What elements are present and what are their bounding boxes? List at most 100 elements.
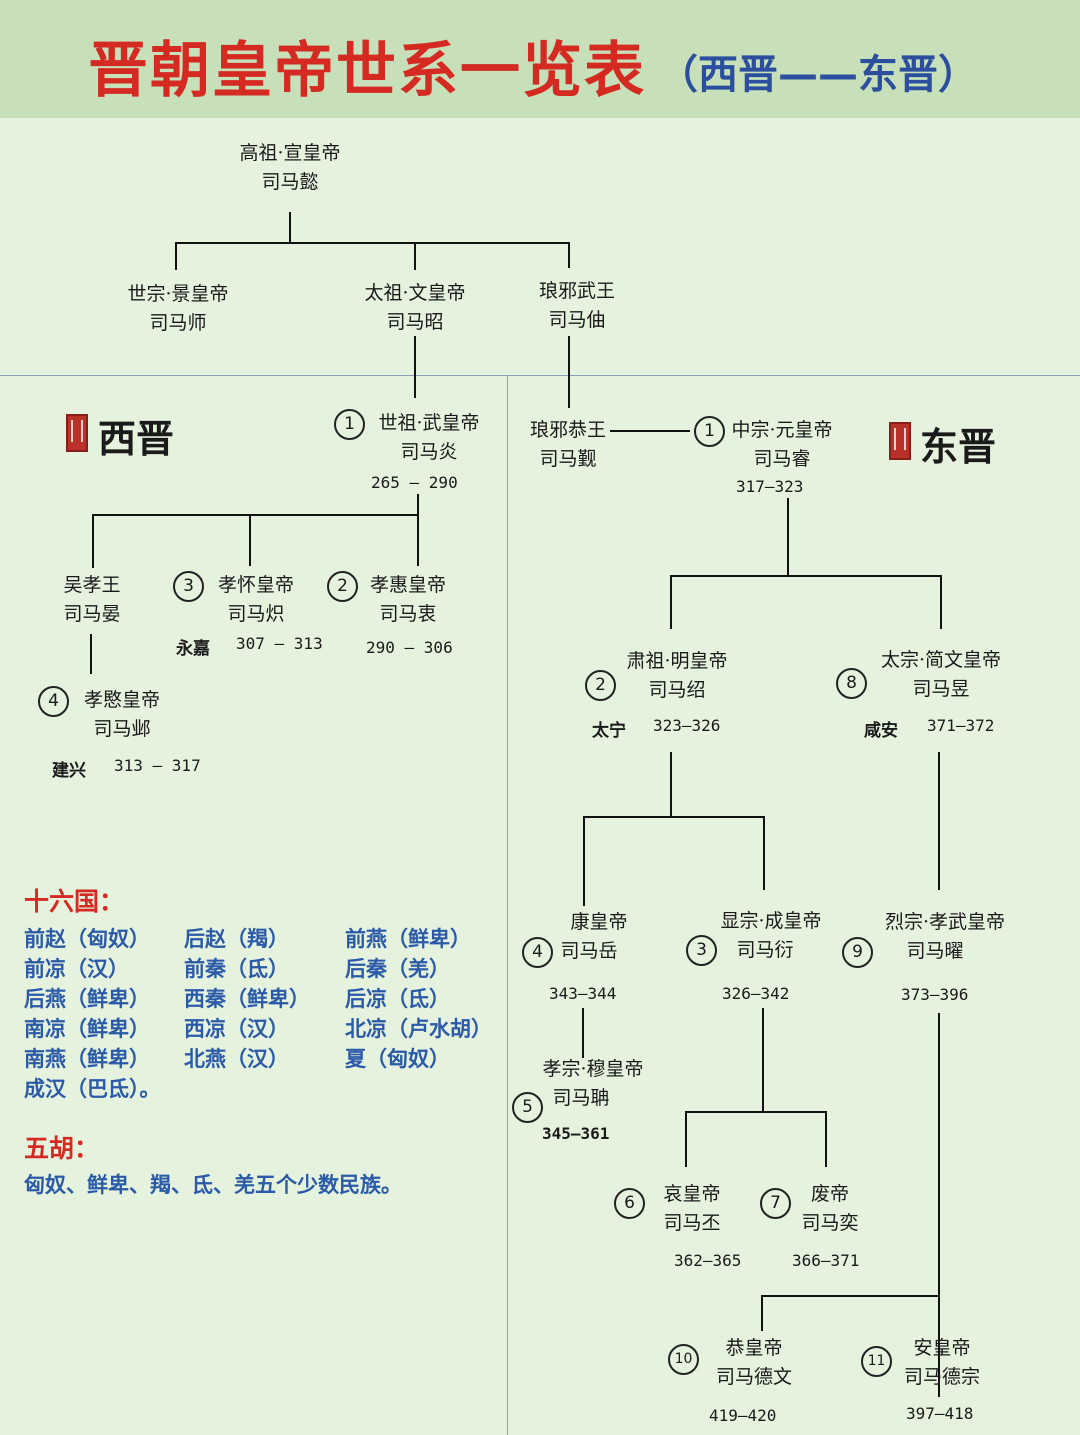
connector-line xyxy=(938,752,940,890)
era-name: 太宁 xyxy=(592,721,626,741)
node-name: 司马德宗 xyxy=(903,1366,980,1388)
node-name: 司马衍 xyxy=(736,939,794,961)
node-title: 显宗·成皇帝 xyxy=(720,910,822,932)
connector-line xyxy=(685,1111,827,1113)
vertical-divider xyxy=(507,375,508,1435)
node-title: 吴孝王 xyxy=(63,574,121,596)
title-banner: 晋朝皇帝世系一览表 （西晋——东晋） xyxy=(0,0,1080,118)
node-title: 哀皇帝 xyxy=(663,1183,721,1205)
connector-line xyxy=(940,575,942,629)
connector-line xyxy=(417,494,419,516)
reign-number-badge: 3 xyxy=(173,571,204,602)
western-jin-label: 西晋 xyxy=(98,416,175,461)
reign-years: 343—344 xyxy=(549,984,617,1003)
node-kang: 康皇帝 xyxy=(558,908,640,937)
page-title: 晋朝皇帝世系一览表 xyxy=(88,36,646,106)
node-title: 琅邪武王 xyxy=(538,280,615,302)
node-name: 司马昭 xyxy=(386,311,444,333)
connector-line xyxy=(670,575,942,577)
node-name: 司马炽 xyxy=(227,603,285,625)
kingdom-entry: 前赵（匈奴） xyxy=(24,927,150,951)
node-xiaowu: 烈宗·孝武皇帝 xyxy=(870,908,1020,937)
connector-line xyxy=(582,1008,584,1058)
node-xiaowu-name: 司马曜 xyxy=(900,937,970,966)
seal-icon xyxy=(66,414,88,452)
reign-years: 290 – 306 xyxy=(366,638,453,657)
node-name: 司马懿 xyxy=(261,171,319,193)
kingdom-entry: 前燕（鲜卑） xyxy=(345,927,471,951)
node-cheng: 显宗·成皇帝 xyxy=(706,907,836,936)
node-hui: 孝惠皇帝 司马衷 xyxy=(360,571,456,629)
node-fei: 废帝 司马奕 xyxy=(790,1180,870,1238)
node-name: 司马曜 xyxy=(906,940,964,962)
reign-number-badge: 7 xyxy=(760,1188,791,1219)
connector-line xyxy=(175,242,177,270)
node-cheng-name: 司马衍 xyxy=(730,936,800,965)
node-title: 太祖·文皇帝 xyxy=(364,282,466,304)
reign-number-badge: 11 xyxy=(861,1346,892,1377)
connector-line xyxy=(249,514,251,566)
reign-years: 326—342 xyxy=(722,984,790,1003)
reign-years: 397—418 xyxy=(906,1404,974,1423)
kingdom-entry: 南燕（鲜卑） xyxy=(24,1047,150,1071)
connector-line xyxy=(762,1008,764,1112)
node-kang-name: 司马岳 xyxy=(556,937,622,966)
node-name: 司马晏 xyxy=(63,603,121,625)
reign-number-badge: 2 xyxy=(327,571,358,602)
node-name: 司马聃 xyxy=(552,1087,610,1109)
node-jianwen: 太宗·简文皇帝 司马昱 xyxy=(870,646,1012,704)
connector-line xyxy=(787,498,789,576)
reign-years: 373—396 xyxy=(901,985,969,1004)
reign-years: 265 – 290 xyxy=(371,473,458,492)
connector-line xyxy=(92,514,419,516)
kingdom-entry: 前凉（汉） xyxy=(24,957,129,981)
reign-years: 362—365 xyxy=(674,1251,742,1270)
connector-line xyxy=(583,816,765,818)
kingdom-entry: 前秦（氐） xyxy=(184,957,289,981)
node-name: 司马德文 xyxy=(715,1366,792,1388)
node-name: 司马奕 xyxy=(801,1212,859,1234)
node-wu: 世祖·武皇帝 司马炎 xyxy=(368,409,490,467)
horizontal-divider xyxy=(0,375,1080,376)
five-hu-heading: 五胡： xyxy=(24,1134,100,1163)
node-name: 司马岳 xyxy=(560,940,618,962)
connector-line xyxy=(568,242,570,268)
connector-line xyxy=(417,514,419,566)
node-title: 烈宗·孝武皇帝 xyxy=(884,911,1006,933)
node-langya-gong: 琅邪恭王 司马觐 xyxy=(518,416,618,474)
node-name: 司马衷 xyxy=(379,603,437,625)
node-title: 琅邪恭王 xyxy=(529,419,606,441)
seal-icon xyxy=(889,422,911,460)
node-gong: 恭皇帝 司马德文 xyxy=(704,1334,804,1392)
node-title: 太宗·简文皇帝 xyxy=(880,649,1002,671)
kingdom-entry: 成汉（巴氐）。 xyxy=(24,1077,161,1101)
node-title: 废帝 xyxy=(810,1183,849,1205)
kingdom-entry: 后秦（羌） xyxy=(345,957,450,981)
node-name: 司马伷 xyxy=(548,309,606,331)
node-title: 孝惠皇帝 xyxy=(369,574,446,596)
connector-line xyxy=(763,816,765,890)
reign-number-badge: 4 xyxy=(522,937,553,968)
reign-years: 419—420 xyxy=(709,1406,777,1425)
node-name: 司马丕 xyxy=(663,1212,721,1234)
node-taizu-wen: 太祖·文皇帝 司马昭 xyxy=(340,279,490,337)
reign-number-badge: 1 xyxy=(694,416,725,447)
node-title: 肃祖·明皇帝 xyxy=(626,650,728,672)
eastern-jin-label: 东晋 xyxy=(920,424,997,469)
node-langya-wu: 琅邪武王 司马伷 xyxy=(502,277,652,335)
node-name: 司马邺 xyxy=(93,718,151,740)
connector-line xyxy=(414,242,416,270)
node-an: 安皇帝 司马德宗 xyxy=(892,1334,992,1392)
node-title: 高祖·宣皇帝 xyxy=(239,142,341,164)
node-title: 世祖·武皇帝 xyxy=(378,412,480,434)
kingdom-entry: 南凉（鲜卑） xyxy=(24,1017,150,1041)
reign-number-badge: 4 xyxy=(38,686,69,717)
connector-line xyxy=(568,336,570,408)
node-yuan: 中宗·元皇帝 司马睿 xyxy=(726,416,838,474)
reign-years: 323—326 xyxy=(653,716,721,735)
node-title: 世宗·景皇帝 xyxy=(127,283,229,305)
node-mu-name: 司马聃 xyxy=(548,1084,614,1113)
reign-years: 345—361 xyxy=(542,1124,610,1143)
node-title: 安皇帝 xyxy=(913,1337,971,1359)
kingdom-entry: 北凉（卢水胡） xyxy=(345,1017,492,1041)
